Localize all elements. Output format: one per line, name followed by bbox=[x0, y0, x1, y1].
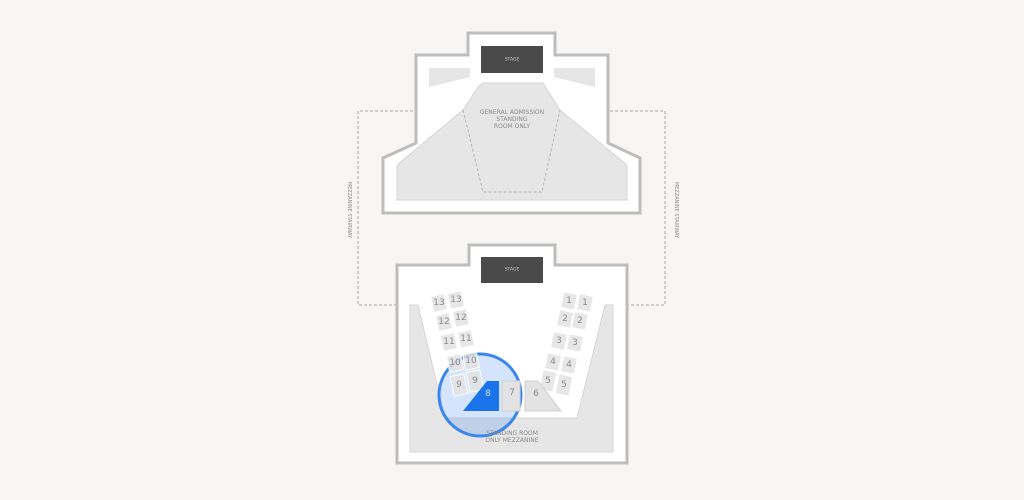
row-label: 1 bbox=[582, 298, 588, 308]
upper-stage bbox=[481, 46, 543, 73]
row-label: 9 bbox=[456, 380, 462, 390]
lower-stage-label: STAGE bbox=[505, 267, 520, 273]
left-row-10-block[interactable] bbox=[461, 351, 481, 371]
left-row-12-block[interactable] bbox=[434, 312, 454, 332]
upper-stage-label: STAGE bbox=[505, 57, 520, 63]
left-wing bbox=[429, 68, 470, 87]
right-row-3-block[interactable] bbox=[549, 331, 569, 351]
row-label: 4 bbox=[566, 360, 572, 370]
row-label: 12 bbox=[438, 317, 449, 327]
row-label: 5 bbox=[545, 376, 551, 386]
right-row-4-block[interactable] bbox=[559, 355, 579, 375]
upper-level: STAGE GENERAL ADMISSION STANDING ROOM ON… bbox=[381, 31, 642, 215]
section-6-label: 6 bbox=[533, 389, 539, 399]
left-row-13-block[interactable] bbox=[429, 293, 449, 313]
row-label: 10 bbox=[465, 356, 477, 366]
left-stairway-label: MEZZANINE STAIRWAY bbox=[346, 182, 352, 239]
seat-rows bbox=[429, 290, 595, 397]
left-row-9-block[interactable] bbox=[465, 369, 485, 393]
right-row-2-block[interactable] bbox=[570, 311, 590, 331]
right-row-1-block[interactable] bbox=[559, 291, 579, 311]
right-stairway-label: MEZZANINE STAIRWAY bbox=[673, 182, 679, 239]
row-label: 11 bbox=[460, 334, 471, 344]
right-row-1-block[interactable] bbox=[575, 293, 595, 313]
right-row-4-block[interactable] bbox=[543, 352, 563, 372]
left-row-13-block[interactable] bbox=[446, 290, 466, 310]
left-row-12-block[interactable] bbox=[451, 308, 471, 328]
right-row-5-block[interactable] bbox=[554, 373, 574, 397]
section-7[interactable] bbox=[501, 380, 521, 412]
left-row-11-block[interactable] bbox=[439, 332, 459, 352]
row-label: 11 bbox=[443, 337, 454, 347]
row-label: 4 bbox=[550, 357, 556, 367]
lower-stage bbox=[481, 257, 543, 283]
row-label: 2 bbox=[562, 314, 568, 324]
left-row-11-block[interactable] bbox=[456, 329, 476, 349]
row-label: 5 bbox=[561, 380, 567, 390]
row-label: 10 bbox=[449, 358, 461, 368]
ga-label-line-2: STANDING bbox=[496, 116, 527, 123]
standing-label-line-2: ONLY MEZZANINE bbox=[485, 437, 538, 444]
row-label: 3 bbox=[556, 336, 562, 346]
left-stairway-path bbox=[357, 110, 463, 306]
row-label: 12 bbox=[455, 313, 466, 323]
ga-label-line-3: ROOM ONLY bbox=[494, 123, 530, 130]
right-wing bbox=[554, 68, 595, 87]
row-label: 3 bbox=[572, 338, 578, 348]
right-stairway-path bbox=[560, 110, 666, 306]
section-8[interactable] bbox=[463, 381, 499, 411]
row-label: 1 bbox=[566, 296, 572, 306]
section-7-label: 7 bbox=[509, 388, 515, 398]
left-row-10-block[interactable] bbox=[445, 353, 465, 373]
right-row-2-block[interactable] bbox=[555, 309, 575, 329]
section-8-label: 8 bbox=[485, 389, 491, 399]
row-label: 9 bbox=[472, 376, 478, 386]
row-label: 13 bbox=[433, 298, 444, 308]
ga-label-line-1: GENERAL ADMISSION bbox=[480, 109, 544, 116]
stairway-paths bbox=[357, 110, 666, 306]
row-label: 2 bbox=[577, 316, 583, 326]
ga-dashed-zone bbox=[462, 109, 561, 193]
standing-label-line-1: STANDING ROOM bbox=[486, 430, 538, 437]
section-6[interactable] bbox=[524, 380, 563, 412]
row-label: 13 bbox=[450, 295, 461, 305]
left-row-9-block[interactable] bbox=[449, 373, 469, 397]
right-row-3-block[interactable] bbox=[565, 333, 585, 353]
general-admission-area[interactable] bbox=[396, 82, 628, 201]
